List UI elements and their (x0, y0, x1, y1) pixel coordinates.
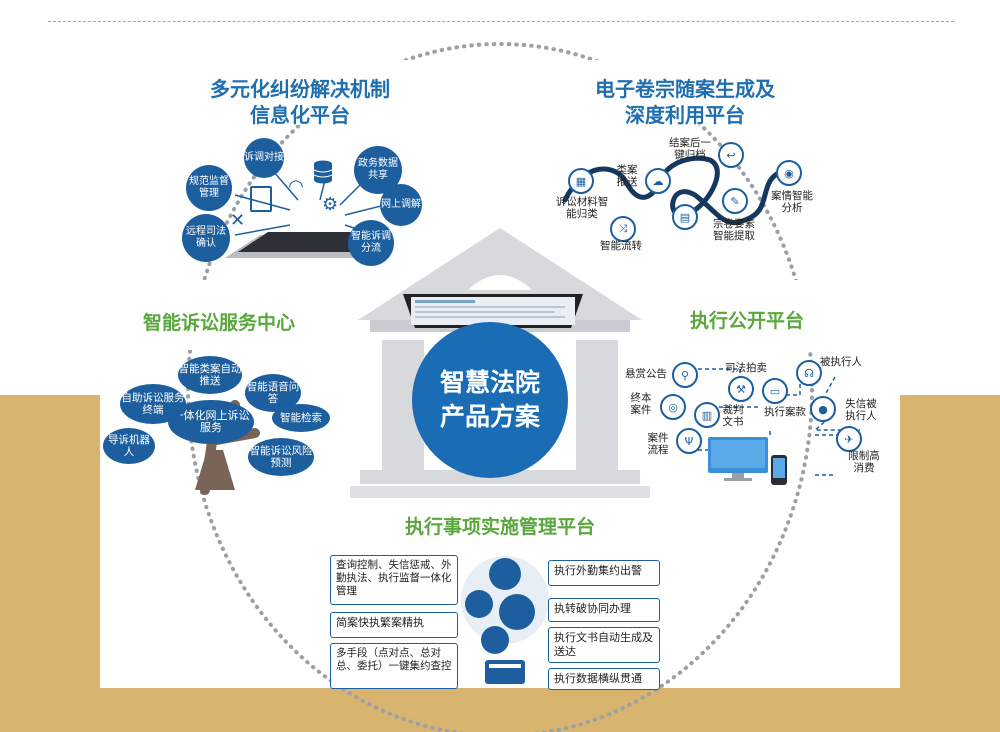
right-item-1: 悬赏公告 (625, 368, 667, 380)
top-right-item-3: 结案后一键归档 (669, 137, 711, 161)
shuffle-icon: ⤨ (610, 216, 636, 242)
top-left-item-6: 智能诉调分流 (348, 220, 394, 266)
phone-icon (771, 455, 787, 485)
left-item-4: 智能检索 (272, 404, 330, 432)
top-left-item-1: 规范监督管理 (186, 165, 232, 211)
left-item-6: 智能诉讼风险预测 (248, 438, 314, 476)
top-left-title: 多元化纠纷解决机制 信息化平台 (190, 76, 410, 128)
headset-icon: ☊ (796, 360, 822, 386)
cloud-icon: ☁ (645, 168, 671, 194)
left-item-1: 智能类案自动推送 (178, 356, 242, 394)
right-title: 执行公开平台 (689, 310, 804, 332)
top-left-item-4: 网上调解 (380, 184, 422, 226)
left-center-node: 一体化网上诉讼服务 (168, 400, 254, 444)
newspaper-icon: ▤ (672, 204, 698, 230)
top-right-item-4: 智能流转 (600, 240, 642, 252)
return-icon: ↩ (718, 142, 744, 168)
top-left-title-line2: 信息化平台 (250, 103, 350, 127)
bottom-right-box-2: 执转破协同办理 (548, 598, 660, 622)
center-circle: 智慧法院 产品方案 (412, 322, 568, 478)
top-right-item-5: 宗卷要素智能提取 (713, 218, 755, 242)
right-item-7: 失信被执行人 (845, 398, 877, 422)
card-icon: ▭ (762, 378, 788, 404)
right-item-9: 限制高消费 (848, 450, 880, 474)
right-item-3: 被执行人 (820, 356, 862, 368)
wifi-icon: ◠ (288, 176, 304, 197)
document-icon (250, 186, 272, 212)
airplane-icon: ✈ (836, 426, 862, 452)
desktop-icon (708, 437, 768, 481)
top-left-item-5: 远程司法确认 (182, 214, 230, 262)
left-title: 智能诉讼服务中心 (142, 312, 295, 334)
pen-icon: ✎ (722, 188, 748, 214)
center-title-line1: 智慧法院 (439, 368, 540, 397)
right-item-4: 终本案件 (630, 392, 652, 416)
center-title-line2: 产品方案 (439, 402, 540, 431)
bottom-left-box-2: 简案快执繁案精执 (330, 612, 458, 638)
sitemap-icon: ▦ (568, 168, 594, 194)
right-connectors (698, 368, 860, 476)
bulb-illustration (461, 556, 549, 684)
person-icon: ● (810, 396, 836, 422)
bottom-right-box-1: 执行外勤集约出警 (548, 560, 660, 586)
top-right-title: 电子卷宗随案生成及 深度利用平台 (580, 76, 790, 128)
right-item-6: 执行案款 (764, 406, 806, 418)
right-item-8: 案件流程 (647, 432, 669, 456)
bottom-left-box-3: 多手段（点对点、总对总、委托）一键集约查控 (330, 643, 458, 689)
bottom-title: 执行事项实施管理平台 (404, 516, 595, 538)
top-right-title-line1: 电子卷宗随案生成及 (595, 77, 775, 101)
left-item-2: 自助诉讼服务终端 (120, 384, 186, 424)
top-right-item-1: 诉讼材料智能归类 (555, 196, 609, 220)
database-icon (313, 160, 333, 184)
right-item-5: 裁判文书 (722, 404, 744, 428)
bottom-right-box-3: 执行文书自动生成及送达 (548, 627, 660, 663)
monitor-icon (403, 294, 583, 334)
gear-icon: ⚙ (322, 194, 339, 215)
bottom-right-box-4: 执行数据横纵贯通 (548, 668, 660, 690)
top-left-title-line1: 多元化纠纷解决机制 (210, 77, 390, 101)
top-dashed-divider (48, 21, 954, 22)
book-icon: ▥ (694, 402, 720, 428)
right-item-2: 司法拍卖 (725, 362, 767, 374)
top-right-flow-line (562, 155, 788, 226)
top-right-title-line2: 深度利用平台 (625, 103, 745, 127)
search-icon: ⚲ (672, 362, 698, 388)
top-right-item-2: 类案推送 (616, 164, 638, 188)
top-left-item-2: 诉调对接 (244, 138, 284, 178)
left-item-5: 导诉机器人 (103, 428, 155, 464)
eye-icon: ◉ (776, 160, 802, 186)
compass-icon: ◎ (660, 394, 686, 420)
tools-icon: ✕ (230, 210, 246, 231)
bottom-left-box-1: 查询控制、失信惩戒、外勤执法、执行监督一体化管理 (330, 555, 458, 605)
hammer-icon: ⚒ (728, 376, 754, 402)
top-right-item-6: 案情智能分析 (771, 190, 813, 214)
stethoscope-icon: Ψ (676, 428, 702, 454)
